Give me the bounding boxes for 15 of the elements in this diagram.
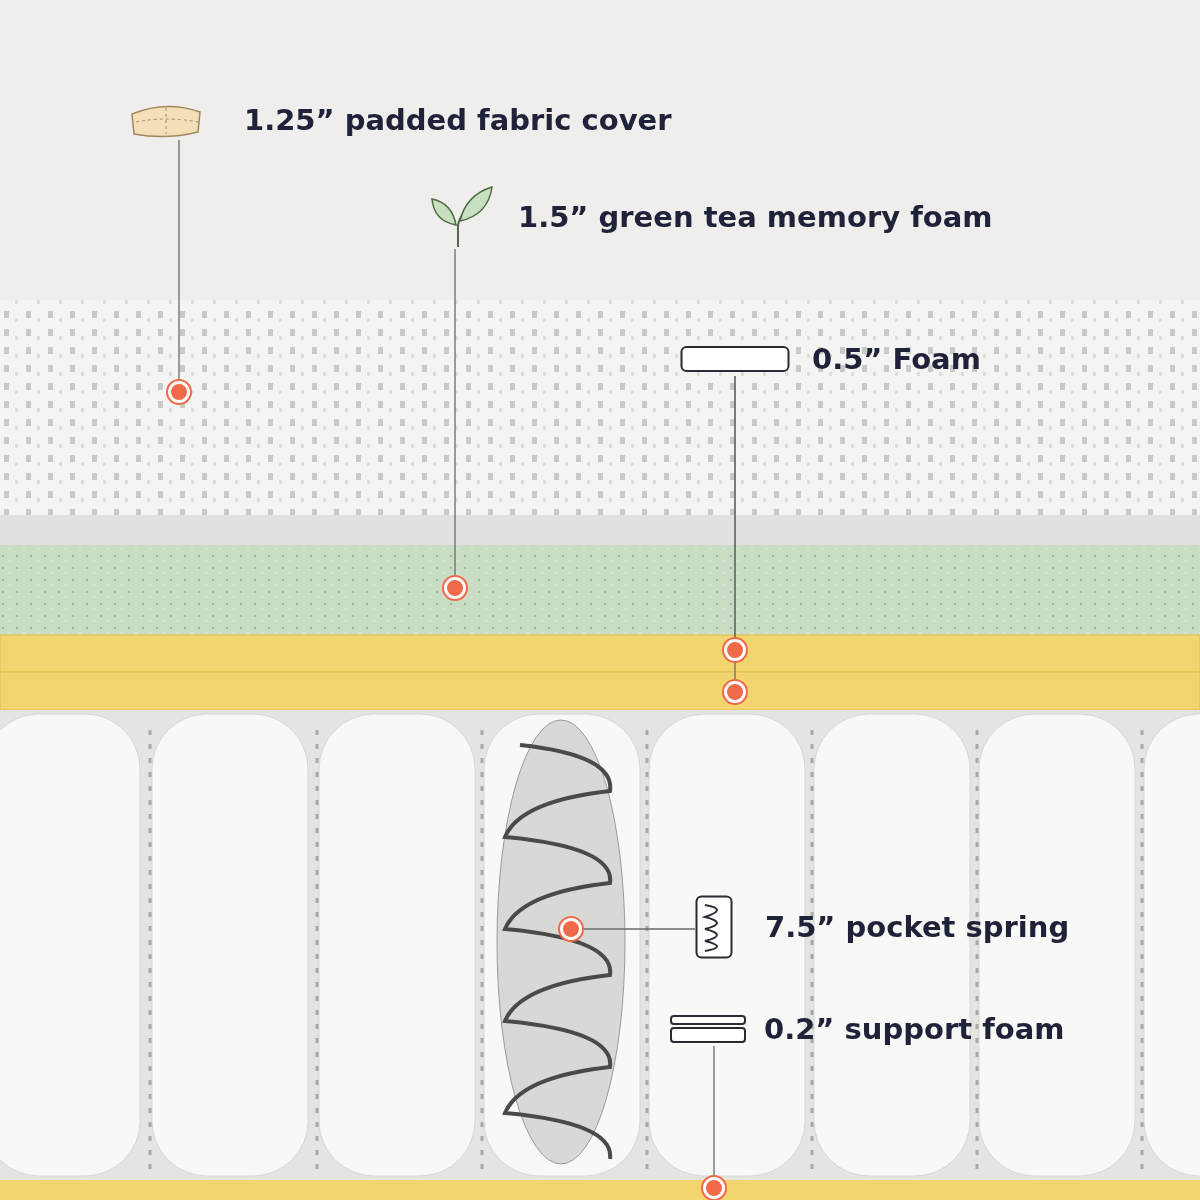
layer-label: 7.5” pocket spring (765, 910, 1070, 944)
layer-label: 0.2” support foam (764, 1012, 1065, 1046)
marker-dot (560, 918, 582, 940)
leader-line (581, 928, 696, 930)
marker-dot (168, 381, 190, 403)
layer-label: 1.25” padded fabric cover (244, 103, 672, 137)
layer-label: 1.5” green tea memory foam (518, 200, 993, 234)
leader-line (178, 139, 180, 382)
marker-dot (703, 1177, 725, 1199)
marker-dot (444, 577, 466, 599)
leader-line (454, 248, 456, 578)
marker-dot (724, 681, 746, 703)
marker-dot (724, 639, 746, 661)
leader-line (713, 1045, 715, 1178)
layer-label: 0.5” Foam (812, 342, 981, 376)
